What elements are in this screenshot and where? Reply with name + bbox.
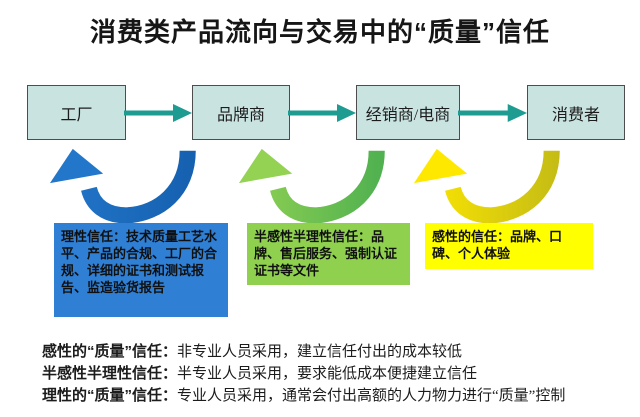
legend-line-rational: 理性的“质量”信任：专业人员采用，通常会付出高额的人力物力进行“质量”控制 bbox=[42, 385, 617, 407]
curved-up-arrow-yellow-icon bbox=[410, 147, 568, 223]
curved-up-arrow-green-icon bbox=[234, 147, 394, 223]
legend-line-semi: 半感性半理性信任：半专业人员采用，要求能低成本便捷建立信任 bbox=[42, 363, 617, 385]
emotional-trust-text: 感性的信任：品牌、口碑、个人体验 bbox=[432, 229, 563, 262]
flow-node-distributor: 经销商/电商 bbox=[356, 85, 460, 140]
legend-desc: 非专业人员采用，建立信任付出的成本较低 bbox=[177, 344, 463, 360]
legend-label: 感性的“质量”信任： bbox=[42, 343, 178, 360]
semi-rational-trust-text: 半感性半理性信任：品牌、售后服务、强制认证证书等文件 bbox=[254, 229, 398, 279]
legend-desc: 专业人员采用，通常会付出高额的人力物力进行“质量”控制 bbox=[177, 388, 566, 404]
flow-node-consumer-label: 消费者 bbox=[551, 106, 600, 124]
curved-up-arrow-blue-icon bbox=[45, 147, 205, 223]
right-arrow-icon bbox=[288, 103, 356, 123]
rational-trust-text: 理性信任：技术质量工艺水平、产品的合规、工厂的合规、详细的证书和测试报告、监造验… bbox=[61, 229, 218, 296]
right-arrow-icon bbox=[458, 103, 527, 123]
flow-node-distributor-label: 经销商/电商 bbox=[365, 106, 451, 124]
flow-node-brand: 品牌商 bbox=[192, 85, 290, 140]
flow-node-consumer: 消费者 bbox=[527, 85, 625, 140]
legend: 感性的“质量”信任：非专业人员采用，建立信任付出的成本较低 半感性半理性信任：半… bbox=[42, 341, 617, 407]
emotional-trust-box: 感性的信任：品牌、口碑、个人体验 bbox=[425, 223, 593, 269]
flow-node-factory-label: 工厂 bbox=[60, 106, 93, 124]
legend-label: 半感性半理性信任： bbox=[42, 365, 178, 382]
legend-line-emotional: 感性的“质量”信任：非专业人员采用，建立信任付出的成本较低 bbox=[42, 341, 617, 363]
right-arrow-icon bbox=[124, 103, 192, 123]
rational-trust-box: 理性信任：技术质量工艺水平、产品的合规、工厂的合规、详细的证书和测试报告、监造验… bbox=[54, 223, 228, 317]
flow-node-factory: 工厂 bbox=[27, 85, 126, 140]
page-title: 消费类产品流向与交易中的“质量”信任 bbox=[89, 17, 550, 47]
flow-node-brand-label: 品牌商 bbox=[216, 106, 265, 124]
semi-rational-trust-box: 半感性半理性信任：品牌、售后服务、强制认证证书等文件 bbox=[247, 223, 410, 285]
legend-desc: 半专业人员采用，要求能低成本便捷建立信任 bbox=[177, 366, 478, 382]
legend-label: 理性的“质量”信任： bbox=[42, 387, 178, 404]
